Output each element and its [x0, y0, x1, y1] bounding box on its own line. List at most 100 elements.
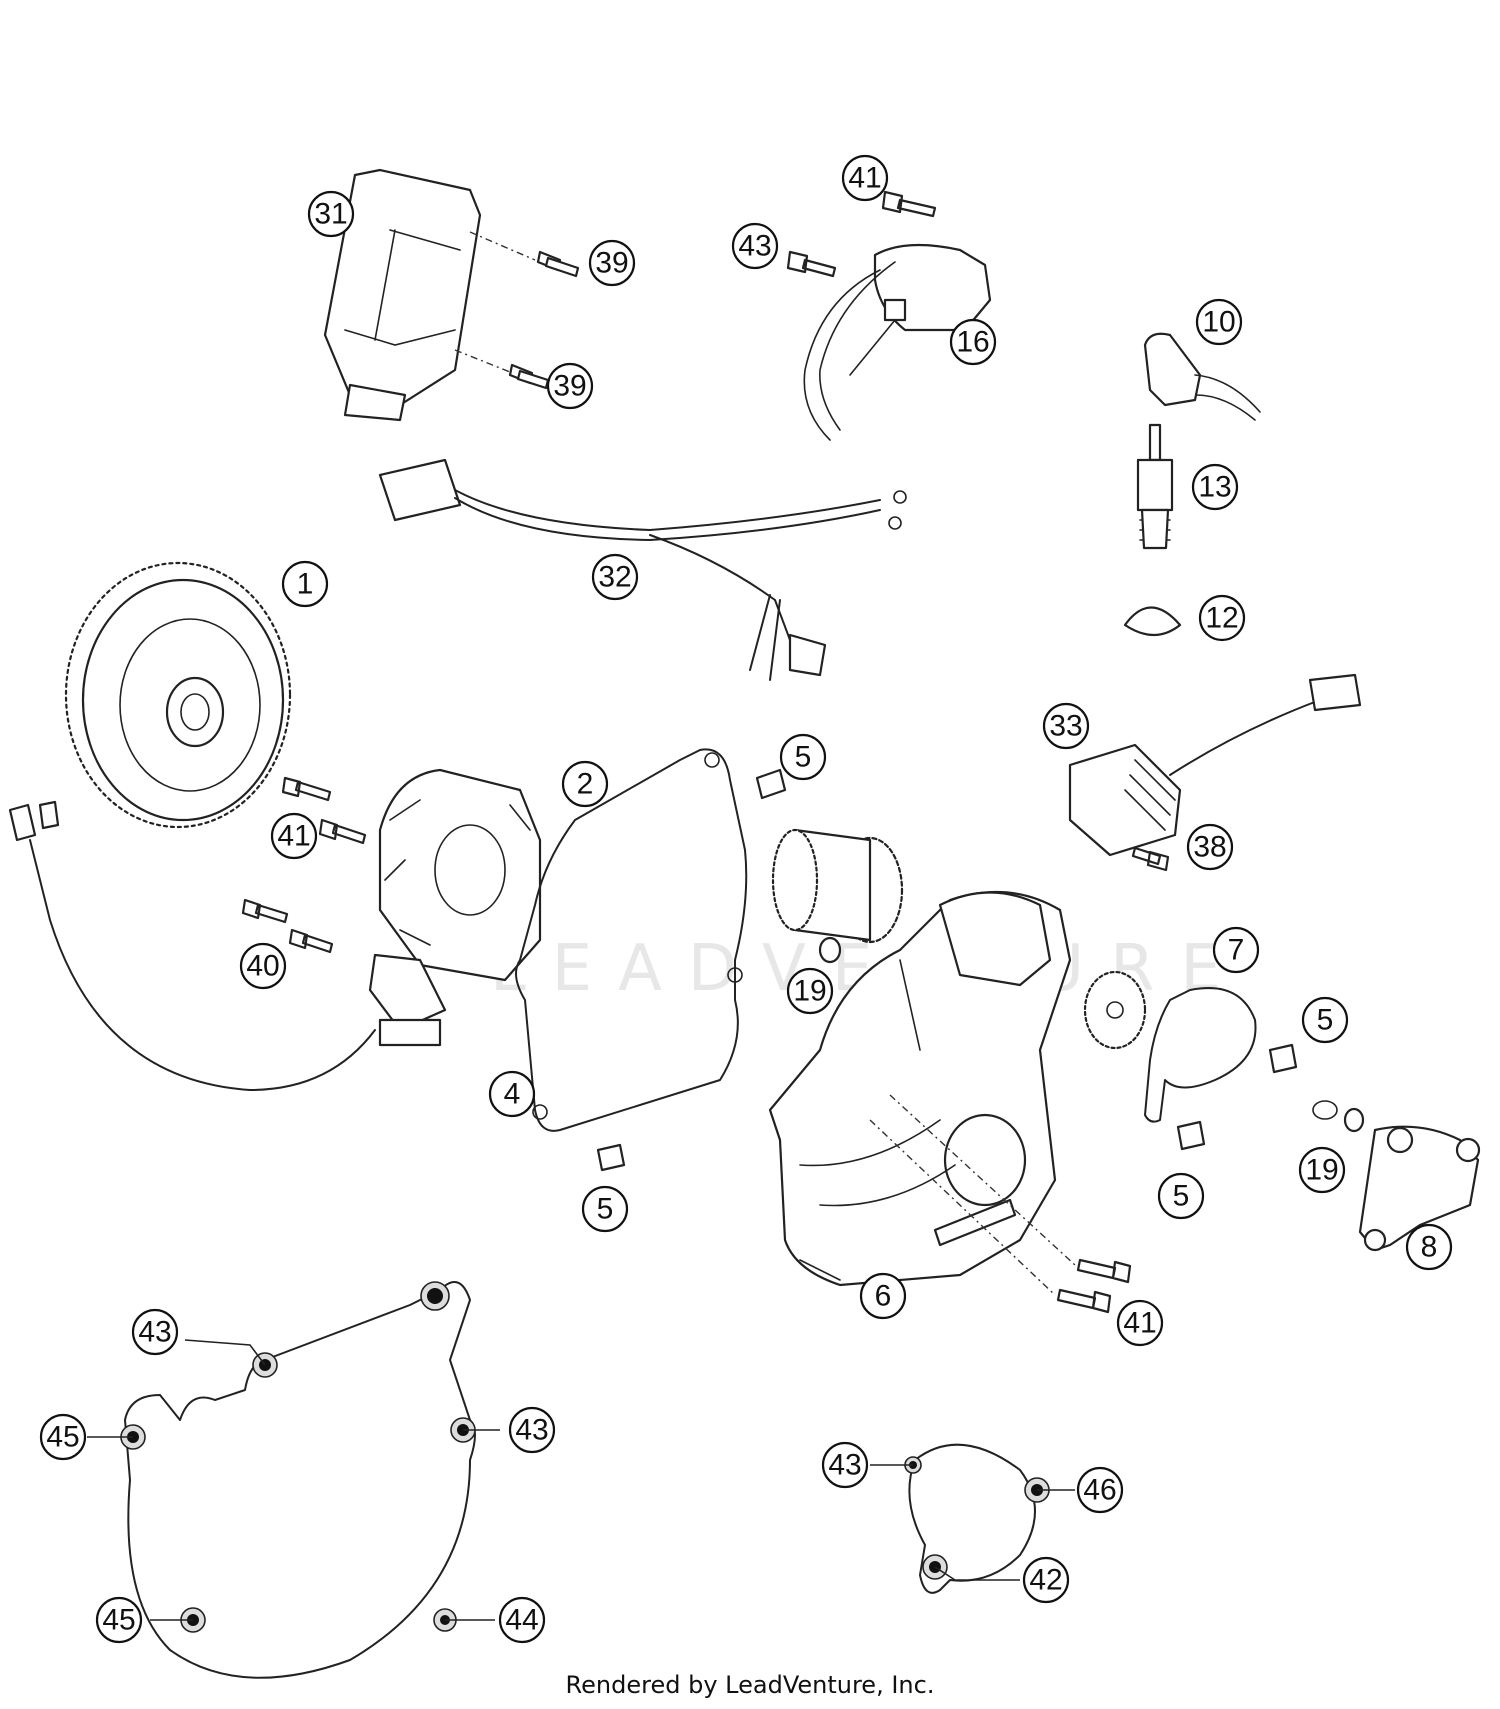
part-stator — [8, 768, 542, 1092]
svg-text:16: 16 — [956, 326, 989, 359]
callout-7: 7 — [1212, 926, 1260, 974]
svg-text:32: 32 — [598, 561, 631, 594]
svg-text:8: 8 — [1421, 1231, 1438, 1264]
part-gasket-small-detail — [904, 1443, 1050, 1594]
bolt-41-stator-a — [281, 776, 332, 802]
callout-38: 38 — [1186, 823, 1234, 871]
part-ignition-cover — [768, 890, 1072, 1287]
bolt-40-a — [241, 898, 289, 924]
svg-text:38: 38 — [1193, 831, 1226, 864]
callout-6: 6 — [859, 1272, 907, 1320]
svg-text:19: 19 — [793, 975, 826, 1008]
callout-46: 46 — [1076, 1466, 1124, 1514]
bolt-40-b — [288, 928, 334, 954]
svg-text:39: 39 — [595, 247, 628, 280]
part-grommet — [1123, 606, 1182, 637]
svg-text:43: 43 — [138, 1316, 171, 1349]
svg-text:44: 44 — [505, 1604, 538, 1637]
callout-31: 31 — [307, 190, 355, 238]
part-idler-gear — [1083, 970, 1147, 1050]
part-flywheel — [64, 561, 292, 829]
callout-41-relay: 41 — [841, 154, 889, 202]
part-gasket-cover — [515, 748, 748, 1132]
svg-text:43: 43 — [738, 230, 771, 263]
svg-text:1: 1 — [297, 568, 314, 601]
svg-text:45: 45 — [102, 1604, 135, 1637]
part-spark-plug-cap — [1143, 332, 1261, 421]
callout-19-left: 19 — [786, 967, 834, 1015]
svg-text:12: 12 — [1205, 602, 1238, 635]
svg-text:39: 39 — [553, 370, 586, 403]
svg-text:4: 4 — [504, 1078, 521, 1111]
part-starter-relay — [803, 243, 992, 441]
svg-text:6: 6 — [875, 1280, 892, 1313]
dowel-5-a — [755, 768, 787, 800]
svg-text:43: 43 — [515, 1414, 548, 1447]
washer-19-b — [1343, 1107, 1365, 1133]
bolt-38 — [1131, 846, 1170, 872]
callout-8: 8 — [1405, 1223, 1453, 1271]
dowel-5-c — [1268, 1043, 1298, 1074]
callout-43-relay: 43 — [731, 222, 779, 270]
bolt-43-relay — [786, 250, 837, 278]
callout-2: 2 — [561, 760, 609, 808]
svg-text:5: 5 — [1317, 1004, 1334, 1037]
svg-text:43: 43 — [828, 1449, 861, 1482]
svg-text:40: 40 — [246, 950, 279, 983]
callout-41-cover: 41 — [1116, 1299, 1164, 1347]
svg-text:41: 41 — [848, 162, 881, 195]
callout-12: 12 — [1198, 594, 1246, 642]
callout-39-upper: 39 — [588, 239, 636, 287]
svg-text:13: 13 — [1198, 471, 1231, 504]
callout-40: 40 — [239, 942, 287, 990]
callout-45-gasket-bottom: 45 — [95, 1596, 143, 1644]
callout-32: 32 — [591, 553, 639, 601]
svg-text:42: 42 — [1029, 1564, 1062, 1597]
callout-39-lower: 39 — [546, 362, 594, 410]
callout-45-gasket-left: 45 — [39, 1413, 87, 1461]
bolt-41-cover-a — [1076, 1258, 1132, 1284]
washer-19-a — [818, 936, 842, 964]
part-starter-gear — [771, 828, 904, 944]
callout-1: 1 — [281, 560, 329, 608]
part-regulator — [1068, 673, 1362, 857]
callout-10: 10 — [1195, 298, 1243, 346]
part-cover-small — [1358, 1125, 1481, 1252]
part-spark-plug — [1136, 423, 1174, 550]
bolt-41-cover-b — [1056, 1288, 1112, 1314]
callout-33: 33 — [1042, 702, 1090, 750]
svg-text:19: 19 — [1305, 1154, 1338, 1187]
part-gasket-small — [1144, 987, 1257, 1123]
svg-text:41: 41 — [1123, 1307, 1156, 1340]
callout-4: 4 — [488, 1070, 536, 1118]
svg-text:31: 31 — [314, 198, 347, 231]
svg-text:2: 2 — [577, 768, 594, 801]
render-credit: Rendered by LeadVenture, Inc. — [565, 1671, 935, 1699]
callout-5-right-bottom: 5 — [1157, 1172, 1205, 1220]
svg-text:46: 46 — [1083, 1474, 1116, 1507]
callout-13: 13 — [1191, 463, 1239, 511]
callout-42: 42 — [1022, 1556, 1070, 1604]
callout-5-right-top: 5 — [1301, 996, 1349, 1044]
callout-44: 44 — [498, 1596, 546, 1644]
part-wiring-harness — [378, 458, 907, 681]
svg-text:33: 33 — [1049, 710, 1082, 743]
svg-text:45: 45 — [46, 1421, 79, 1454]
callout-43-gasket-top: 43 — [131, 1308, 179, 1356]
dowel-5-d — [1176, 1120, 1206, 1151]
dowel-5-b — [596, 1143, 626, 1172]
callout-41-stator: 41 — [270, 812, 318, 860]
svg-text:5: 5 — [597, 1193, 614, 1226]
bolt-39-upper — [536, 250, 580, 278]
svg-text:5: 5 — [1173, 1180, 1190, 1213]
callout-19-right: 19 — [1298, 1146, 1346, 1194]
callout-43-small-gasket: 43 — [821, 1441, 869, 1489]
svg-text:7: 7 — [1228, 934, 1245, 967]
bolt-41-relay — [881, 190, 937, 218]
bolt-41-stator-b — [318, 818, 367, 845]
bolt-39-lower — [508, 363, 550, 390]
callout-16: 16 — [949, 318, 997, 366]
svg-text:5: 5 — [795, 741, 812, 774]
callout-5-bottom: 5 — [581, 1185, 629, 1233]
